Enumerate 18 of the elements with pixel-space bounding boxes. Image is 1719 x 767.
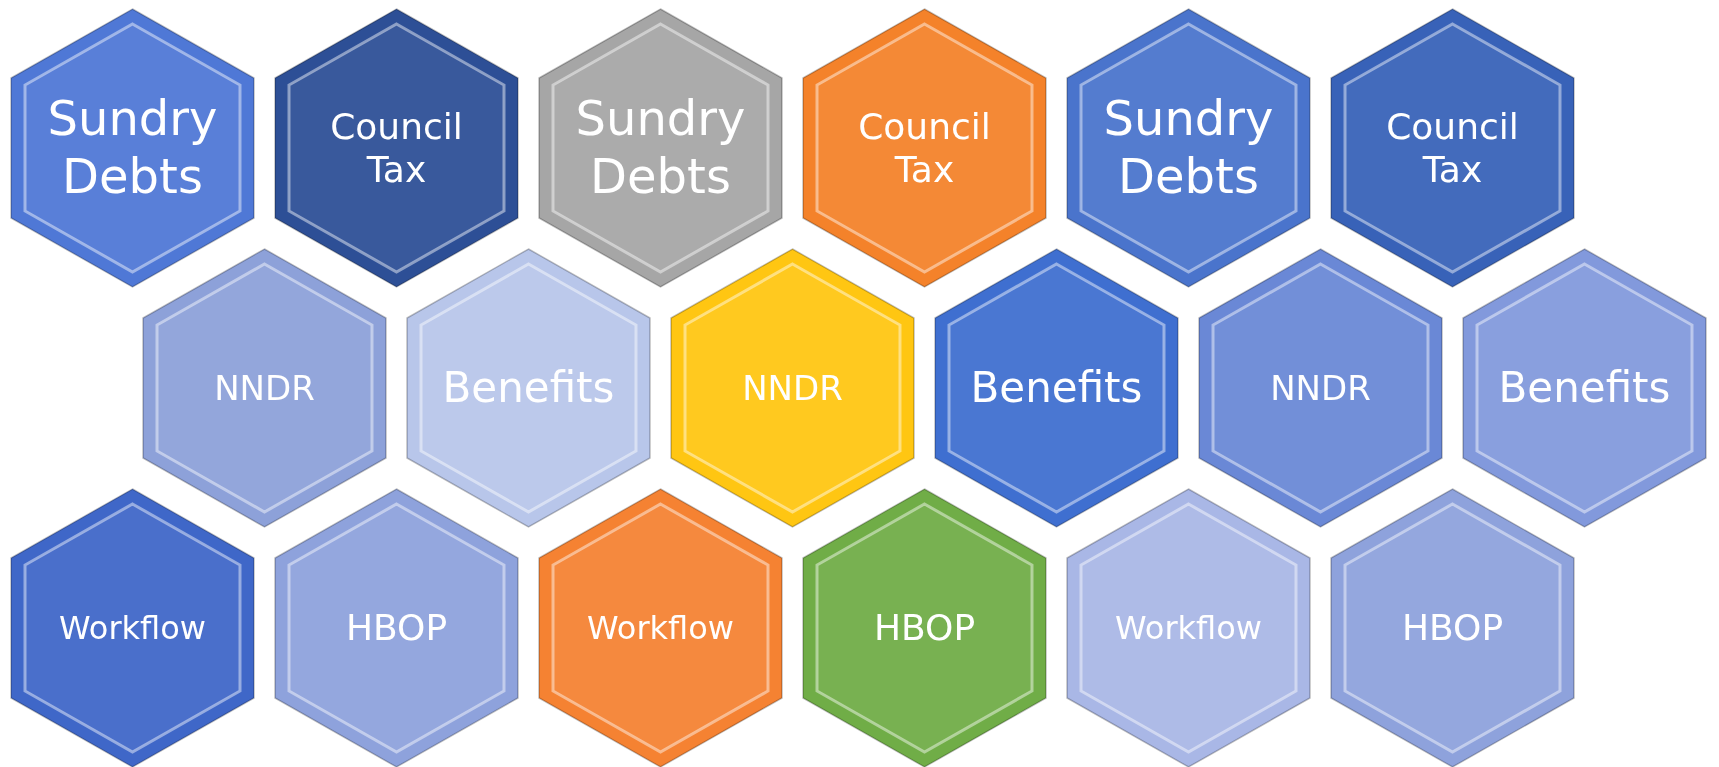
tile-label: NNDR xyxy=(213,367,316,409)
tile-label: Sundry Debts xyxy=(574,90,747,206)
tile-label: HBOP xyxy=(872,606,977,650)
tile-label: Council Tax xyxy=(329,104,464,192)
tile-label: Council Tax xyxy=(857,104,992,192)
tile-label: NNDR xyxy=(1269,367,1372,409)
tile-label: Workflow xyxy=(58,608,207,648)
tile-label: NNDR xyxy=(741,367,844,409)
tile-label: Council Tax xyxy=(1385,104,1520,192)
tile-label: Benefits xyxy=(969,362,1144,414)
tile-label: Sundry Debts xyxy=(46,90,219,206)
tile-label: Benefits xyxy=(441,362,616,414)
tile-label: Workflow xyxy=(586,608,735,648)
tile-label: Sundry Debts xyxy=(1102,90,1275,206)
tile-label: HBOP xyxy=(344,606,449,650)
tile-label: Benefits xyxy=(1497,362,1672,414)
tile-label: Workflow xyxy=(1114,608,1263,648)
tile-label: HBOP xyxy=(1400,606,1505,650)
